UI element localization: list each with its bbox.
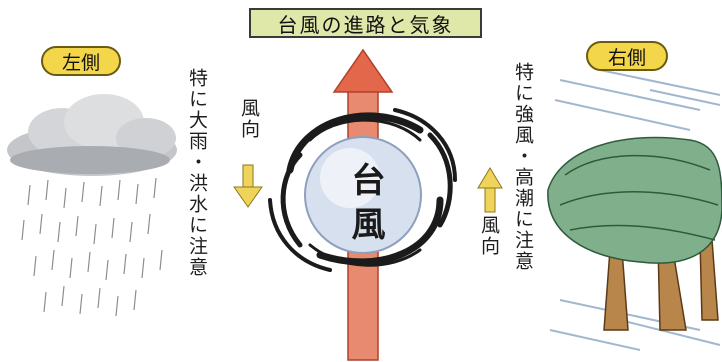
rain — [21, 177, 163, 317]
typhoon-label: 台風 — [345, 162, 385, 250]
wind-arrow-down — [233, 164, 263, 208]
left-side-label: 左側 — [41, 46, 121, 76]
wind-streaks — [549, 69, 721, 351]
left-side-note: 特に大雨・洪水に注意 — [186, 68, 208, 278]
right-wind-label: 風向 — [478, 215, 500, 257]
right-side-label: 右側 — [586, 41, 668, 71]
left-wind-label: 風向 — [238, 98, 260, 140]
tree-trunks — [603, 239, 719, 331]
right-side-note: 特に強風・高潮に注意 — [512, 62, 534, 272]
wind-arrow-up — [477, 167, 503, 213]
typhoon-swirl — [268, 108, 457, 272]
diagram-title: 台風の進路と気象 — [249, 8, 482, 38]
rain-cloud — [7, 94, 177, 176]
bent-tree — [547, 136, 722, 264]
